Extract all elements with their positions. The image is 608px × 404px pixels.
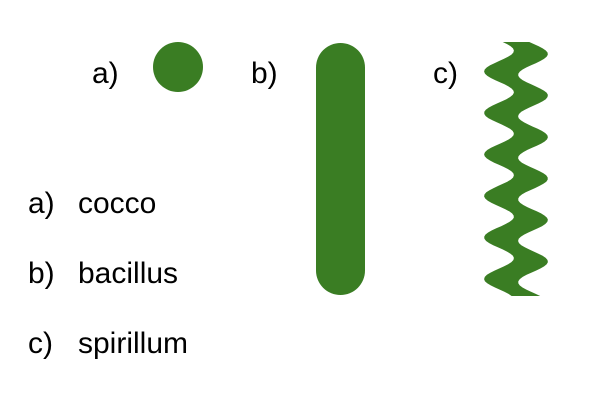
shape-label-a: a) xyxy=(92,57,119,90)
spirillum-shape xyxy=(484,42,548,296)
legend-key-c: c) xyxy=(28,327,53,360)
shape-label-c: c) xyxy=(433,57,458,90)
legend-name-cocco: cocco xyxy=(78,187,157,220)
legend-key-a: a) xyxy=(28,187,55,220)
legend-name-bacillus: bacillus xyxy=(78,257,179,290)
shape-label-b: b) xyxy=(251,57,278,90)
legend-name-spirillum: spirillum xyxy=(78,327,189,360)
legend-key-b: b) xyxy=(28,257,55,290)
coccus-shape xyxy=(153,42,203,92)
bacillus-shape xyxy=(316,43,365,295)
